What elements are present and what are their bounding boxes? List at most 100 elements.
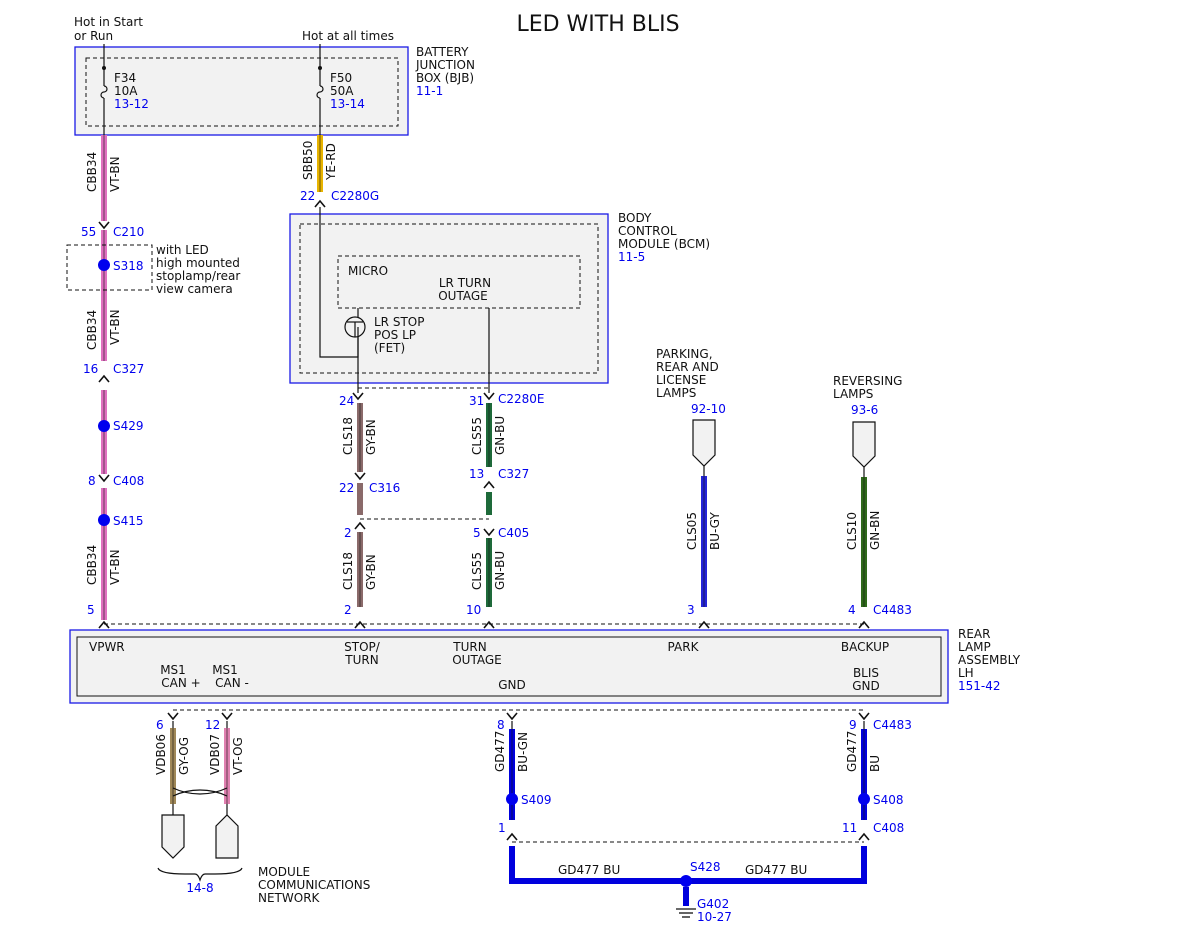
- pin-10-turn-outage: 10: [466, 603, 495, 629]
- svg-text:S408: S408: [873, 793, 904, 807]
- svg-text:22: 22: [339, 481, 354, 495]
- svg-text:CLS05: CLS05: [685, 512, 699, 550]
- svg-text:12: 12: [205, 718, 220, 732]
- connector-c408-right: 11 C408: [842, 821, 904, 841]
- svg-text:OUTAGE: OUTAGE: [438, 289, 488, 303]
- twisted-pair-symbol: [172, 787, 228, 797]
- svg-text:F50: F50: [330, 71, 352, 85]
- fuse-f34: F34 10A 13-12: [100, 44, 149, 135]
- svg-text:93-6: 93-6: [851, 403, 878, 417]
- svg-text:151-42: 151-42: [958, 679, 1001, 693]
- mcn-label: MODULE COMMUNICATIONS NETWORK: [258, 865, 370, 905]
- wire-cbb34-lower-label: CBB34 VT-BN: [85, 545, 122, 585]
- svg-text:POS LP: POS LP: [374, 328, 416, 342]
- svg-text:5: 5: [473, 526, 481, 540]
- svg-text:COMMUNICATIONS: COMMUNICATIONS: [258, 878, 370, 892]
- svg-text:SBB50: SBB50: [301, 141, 315, 180]
- diagram-title: LED WITH BLIS: [516, 12, 679, 37]
- svg-text:LAMPS: LAMPS: [656, 386, 696, 400]
- pin-1-c408: 1: [498, 821, 518, 841]
- connector-c2280e: 31 C2280E: [469, 392, 545, 408]
- svg-text:LR TURN: LR TURN: [439, 276, 491, 290]
- mcn-connector-left: [161, 814, 185, 859]
- pin-label-park: PARK: [668, 640, 700, 654]
- svg-text:MS1: MS1: [212, 663, 238, 677]
- svg-text:C4483: C4483: [873, 603, 912, 617]
- svg-text:S428: S428: [690, 860, 721, 874]
- svg-text:GY-BN: GY-BN: [364, 554, 378, 590]
- svg-text:CBB34: CBB34: [85, 310, 99, 350]
- svg-text:CBB34: CBB34: [85, 152, 99, 192]
- svg-text:MS1: MS1: [160, 663, 186, 677]
- connector-c405: 5 C405: [473, 526, 529, 540]
- svg-text:GN-BU: GN-BU: [493, 416, 507, 455]
- svg-text:CLS55: CLS55: [470, 552, 484, 590]
- splice-s318: S318: [98, 259, 144, 273]
- connector-c2280g: 22 C2280G: [300, 189, 379, 208]
- bjb-inner-dashed: [85, 57, 399, 127]
- connector-c4483-top: 4 C4483: [848, 603, 912, 629]
- s318-option-box: [66, 244, 153, 291]
- svg-text:VT-BN: VT-BN: [108, 549, 122, 585]
- svg-text:BLIS: BLIS: [853, 666, 879, 680]
- mcn-connector-right: [215, 814, 239, 859]
- svg-text:BU-GN: BU-GN: [516, 732, 530, 772]
- svg-text:REAR AND: REAR AND: [656, 360, 719, 374]
- svg-text:GND: GND: [852, 679, 880, 693]
- pin-2-stop-turn: 2: [344, 603, 366, 629]
- svg-text:NETWORK: NETWORK: [258, 891, 321, 905]
- pin-label-vpwr: VPWR: [89, 640, 125, 654]
- pin-6-can-plus: 6: [156, 712, 179, 732]
- svg-text:S415: S415: [113, 514, 144, 528]
- connector-c327-left: 16 C327: [83, 362, 144, 383]
- pin-label-blis-gnd: BLIS GND: [852, 666, 880, 693]
- bcm-lr-turn-label: LR TURN OUTAGE: [438, 276, 491, 303]
- svg-text:with LED: with LED: [156, 243, 209, 257]
- pin-label-gnd: GND: [498, 678, 526, 692]
- svg-text:2: 2: [344, 526, 352, 540]
- svg-text:LAMPS: LAMPS: [833, 387, 873, 401]
- connector-c408-left: 8 C408: [88, 474, 144, 488]
- svg-text:CLS55: CLS55: [470, 417, 484, 455]
- mcn-brace: [157, 867, 243, 882]
- svg-text:REAR: REAR: [958, 627, 990, 641]
- svg-text:REVERSING: REVERSING: [833, 374, 902, 388]
- svg-text:5: 5: [87, 603, 95, 617]
- bcm-inner-dashed: [299, 223, 599, 374]
- wire-cbb34-upper: CBB34 VT-BN: [85, 135, 122, 221]
- rear-lamp-label: REAR LAMP ASSEMBLY LH 151-42: [958, 627, 1021, 693]
- svg-text:C316: C316: [369, 481, 400, 495]
- mcn-ref: 14-8: [186, 881, 213, 895]
- connector-c316: 22 C316: [339, 472, 400, 495]
- bjb-box: [74, 46, 409, 136]
- pin-12-can-minus: 12: [205, 712, 233, 732]
- svg-text:BATTERY: BATTERY: [416, 45, 469, 59]
- wire-cls18-lower: CLS18 GY-BN: [341, 532, 378, 607]
- wire-vdb07: VDB07 VT-OG: [208, 721, 245, 804]
- pin-label-turn-outage: TURN OUTAGE: [452, 640, 502, 667]
- svg-text:LAMP: LAMP: [958, 640, 991, 654]
- pin-3-park: 3: [687, 603, 710, 629]
- svg-text:C210: C210: [113, 225, 144, 239]
- rear-lamp-inner: [76, 636, 942, 697]
- svg-text:GN-BU: GN-BU: [493, 551, 507, 590]
- svg-text:BODY: BODY: [618, 211, 652, 225]
- pin-label-can-minus: MS1 CAN -: [212, 663, 249, 690]
- svg-text:CLS18: CLS18: [341, 552, 355, 590]
- fet-label: LR STOP POS LP (FET): [374, 315, 424, 355]
- svg-text:TURN: TURN: [344, 653, 378, 667]
- svg-text:OUTAGE: OUTAGE: [452, 653, 502, 667]
- svg-text:GD477 BU: GD477 BU: [558, 863, 620, 877]
- svg-text:LR STOP: LR STOP: [374, 315, 424, 329]
- svg-text:GD477: GD477: [845, 731, 859, 772]
- svg-text:11-5: 11-5: [618, 250, 645, 264]
- svg-text:S429: S429: [113, 419, 144, 433]
- feed-label-start-run-2: or Run: [74, 29, 113, 43]
- svg-text:BU: BU: [868, 755, 882, 772]
- svg-text:16: 16: [83, 362, 98, 376]
- pin-label-can-plus: MS1 CAN +: [160, 663, 201, 690]
- svg-text:VT-BN: VT-BN: [108, 309, 122, 345]
- s318-note: with LED high mounted stoplamp/rear view…: [156, 243, 240, 296]
- svg-text:PARKING,: PARKING,: [656, 347, 713, 361]
